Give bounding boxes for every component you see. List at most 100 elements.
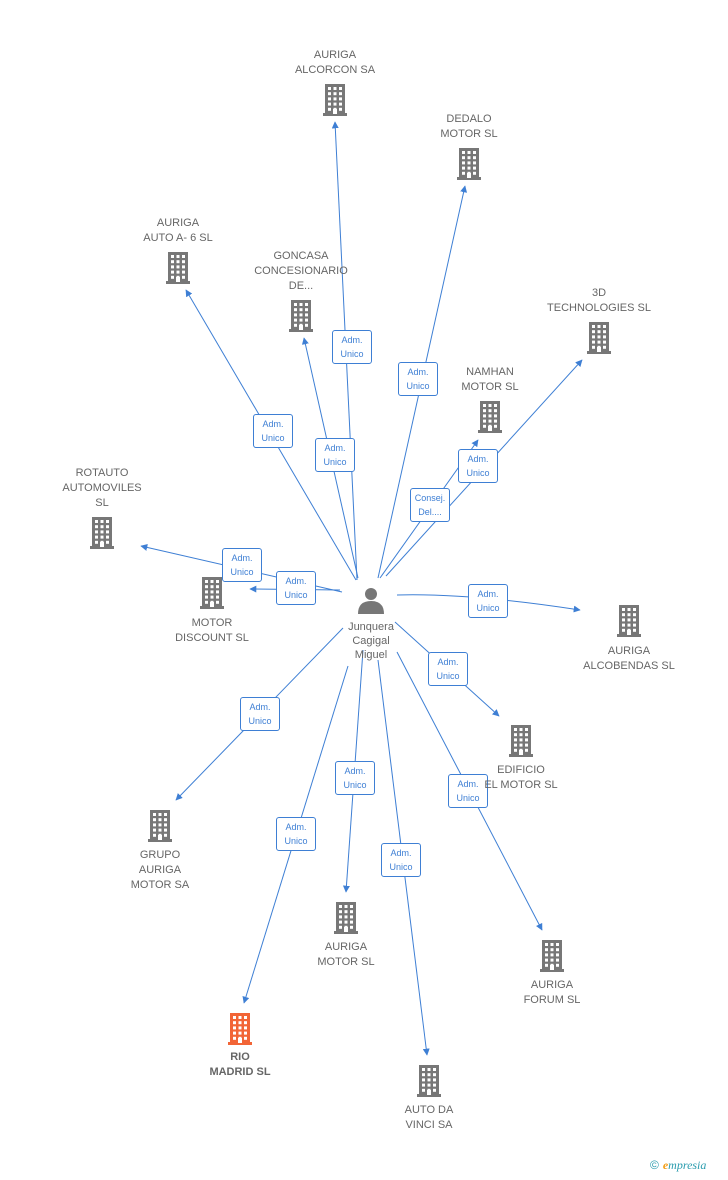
edge-role-text: Adm. (231, 553, 253, 563)
edge-role-label-auriga-forum[interactable]: Adm.Unico (448, 774, 488, 808)
company-name-line: AURIGA (607, 645, 651, 657)
company-name-line: 3D (591, 287, 607, 299)
edge-role-text: Unico (284, 836, 308, 846)
edge-role-text: Del.... (418, 507, 442, 517)
company-name-line: VINCI SA (405, 1119, 453, 1131)
edge-role-text: Unico (248, 716, 272, 726)
company-name-line: CONCESIONARIO (254, 265, 348, 277)
brand-name: mpresia (668, 1158, 707, 1172)
building-icon[interactable] (617, 605, 641, 637)
person-icon[interactable] (358, 588, 384, 614)
edge-role-label-rio-madrid[interactable]: Adm. Unico (276, 817, 316, 851)
company-name-line: AURIGA (530, 979, 574, 991)
building-icon[interactable] (509, 725, 533, 757)
edge-role-text: Adm. (477, 589, 499, 599)
building-icon[interactable] (587, 322, 611, 354)
company-label-auto-da-vinci[interactable]: AUTO DA VINCI SA (354, 1103, 504, 1133)
edge-role-text: Adm. (262, 419, 284, 429)
edge-role-label-auriga-alcobendas[interactable]: Adm. Unico (468, 584, 508, 618)
edge-role-text: Unico (284, 590, 308, 600)
company-name-line: AUTOMOVILES (62, 482, 142, 494)
copyright-symbol: © (650, 1158, 659, 1172)
building-icon[interactable] (334, 902, 358, 934)
edge-role-text: Adm. (285, 822, 307, 832)
edge-role-text: Adm. (285, 576, 307, 586)
edge-role-text: Unico (343, 780, 367, 790)
company-label-auriga-motor[interactable]: AURIGA MOTOR SL (271, 940, 421, 970)
edge-role-label-auriga-alcorcon[interactable]: Adm. Unico (332, 330, 372, 364)
building-icon[interactable] (200, 577, 224, 609)
edge-role-label-auriga-auto-a6[interactable]: Adm. Unico (253, 414, 293, 448)
company-name-line: EL MOTOR SL (484, 779, 558, 791)
edge-role-label-motor-discount[interactable]: Adm. Unico (276, 571, 316, 605)
company-name-line: DE... (288, 280, 314, 292)
company-label-auriga-alcorcon[interactable]: AURIGA ALCORCON SA (260, 48, 410, 78)
building-icon[interactable] (166, 252, 190, 284)
edge-role-label-3d-technologies[interactable]: Adm.Unico (458, 449, 498, 483)
edge-role-label-auriga-motor[interactable]: Adm.Unico (335, 761, 375, 795)
person-name-line: Miguel (354, 649, 388, 661)
edge-role-text: Unico (436, 671, 460, 681)
edge-role-text: Adm. (457, 779, 479, 789)
edge-role-text: Consej. (414, 493, 446, 503)
company-name-line: RIO (230, 1051, 250, 1063)
edge-role-text: Unico (261, 433, 285, 443)
company-name-line: MOTOR SL (440, 128, 498, 140)
edge-role-text: Adm. (437, 657, 459, 667)
edge-role-text: Adm. (341, 335, 363, 345)
person-name-line: Cagigal (352, 635, 390, 647)
building-icon[interactable] (148, 810, 172, 842)
building-icon[interactable] (289, 300, 313, 332)
company-name-line: AURIGA (156, 217, 200, 229)
company-label-dedalo-motor[interactable]: DEDALO MOTOR SL (394, 112, 544, 142)
company-label-goncasa[interactable]: GONCASA CONCESIONARIO DE... (226, 249, 376, 294)
company-name-line: GONCASA (273, 250, 329, 262)
company-name-line: ALCORCON SA (294, 64, 376, 76)
edge-role-text: Unico (389, 862, 413, 872)
edge-role-text: Unico (340, 349, 364, 359)
building-icon[interactable] (457, 148, 481, 180)
edge-role-text: Adm. (390, 848, 412, 858)
company-name-line: EDIFICIO (497, 764, 545, 776)
company-name-line: MOTOR SL (317, 956, 375, 968)
company-name-line: AURIGA (313, 49, 357, 61)
building-icon[interactable] (90, 517, 114, 549)
edge-role-text: Unico (466, 468, 490, 478)
edge-role-label-rotauto[interactable]: Adm.Unico (222, 548, 262, 582)
company-name-line: DEDALO (446, 113, 492, 125)
company-name-line: AUTO DA (404, 1104, 454, 1116)
edge-role-label-goncasa[interactable]: Adm. Unico (315, 438, 355, 472)
edge-role-label-dedalo-motor[interactable]: Adm.Unico (398, 362, 438, 396)
building-icon[interactable] (417, 1065, 441, 1097)
company-name-line: AURIGA (324, 941, 368, 953)
edge-role-text: Unico (406, 381, 430, 391)
company-name-line: MADRID SL (209, 1066, 271, 1078)
edge-role-text: Unico (476, 603, 500, 613)
company-name-line: SL (95, 497, 109, 509)
company-name-line: GRUPO (139, 849, 181, 861)
edge-role-text: Unico (323, 457, 347, 467)
brand-initial: e (662, 1158, 669, 1172)
edge-role-label-grupo-auriga[interactable]: Adm.Unico (240, 697, 280, 731)
person-name-line: Junquera (348, 621, 394, 633)
edge-role-label-edificio-el-motor[interactable]: Adm. Unico (428, 652, 468, 686)
edge-role-label-namhan-motor[interactable]: Consej. Del.... (410, 488, 450, 522)
edge-role-label-auto-da-vinci[interactable]: Adm. Unico (381, 843, 421, 877)
building-icon[interactable] (478, 401, 502, 433)
building-icon[interactable] (323, 84, 347, 116)
building-icon[interactable] (540, 940, 564, 972)
building-icon[interactable] (228, 1013, 252, 1045)
company-label-edificio-el-motor[interactable]: EDIFICIO EL MOTOR SL (446, 763, 596, 793)
edge-role-text: Adm. (324, 443, 346, 453)
company-label-rio-madrid[interactable]: RIO MADRID SL (165, 1050, 315, 1080)
